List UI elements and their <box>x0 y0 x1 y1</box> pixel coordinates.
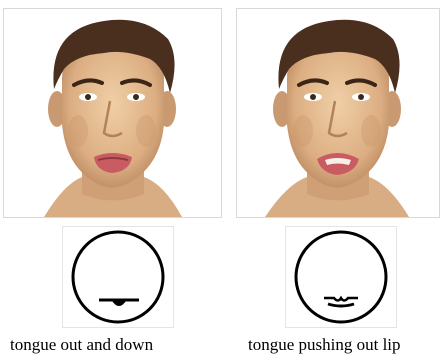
tongue-out-down-symbol <box>62 226 174 328</box>
face-render-tongue-pushing-lip <box>236 8 440 218</box>
notation-circle-left <box>63 227 173 327</box>
caption-tongue-out-down: tongue out and down <box>10 333 153 357</box>
face-illustration-right <box>237 9 439 217</box>
caption-tongue-pushing-lip: tongue pushing out lip <box>248 333 401 357</box>
notation-circle-right <box>286 227 396 327</box>
face-illustration-left <box>4 9 221 217</box>
face-render-tongue-out-down <box>3 8 222 218</box>
tongue-pushing-lip-symbol <box>285 226 397 328</box>
